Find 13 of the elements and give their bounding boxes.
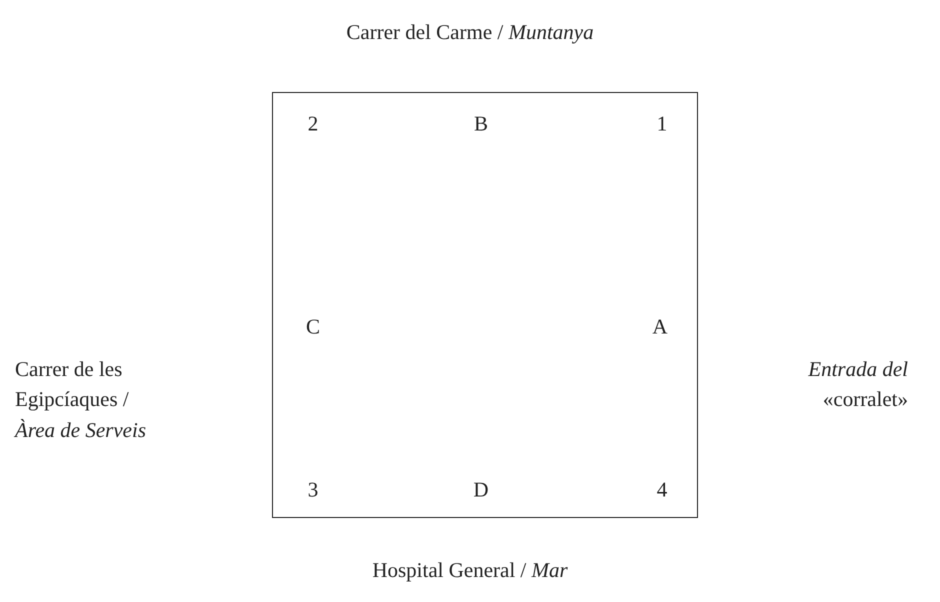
street-label: Hospital General / Mar xyxy=(371,557,569,584)
corner-label: 4 xyxy=(656,478,668,502)
corner-label: 2 xyxy=(308,112,318,136)
corner-label: 1 xyxy=(656,112,668,136)
corner-label: 3 xyxy=(308,478,318,502)
square-box xyxy=(272,92,698,518)
street-label: Carrer de les Egipcíaques / Àrea de Serveis xyxy=(15,356,148,444)
corner-label: A xyxy=(652,314,668,340)
street-label: Carrer del Carme / Muntanya xyxy=(345,19,595,46)
corner-label: D xyxy=(473,478,489,502)
corner-label: B xyxy=(474,112,488,136)
street-label: Entrada del «corralet» xyxy=(807,356,908,414)
corner-label: C xyxy=(306,314,320,340)
